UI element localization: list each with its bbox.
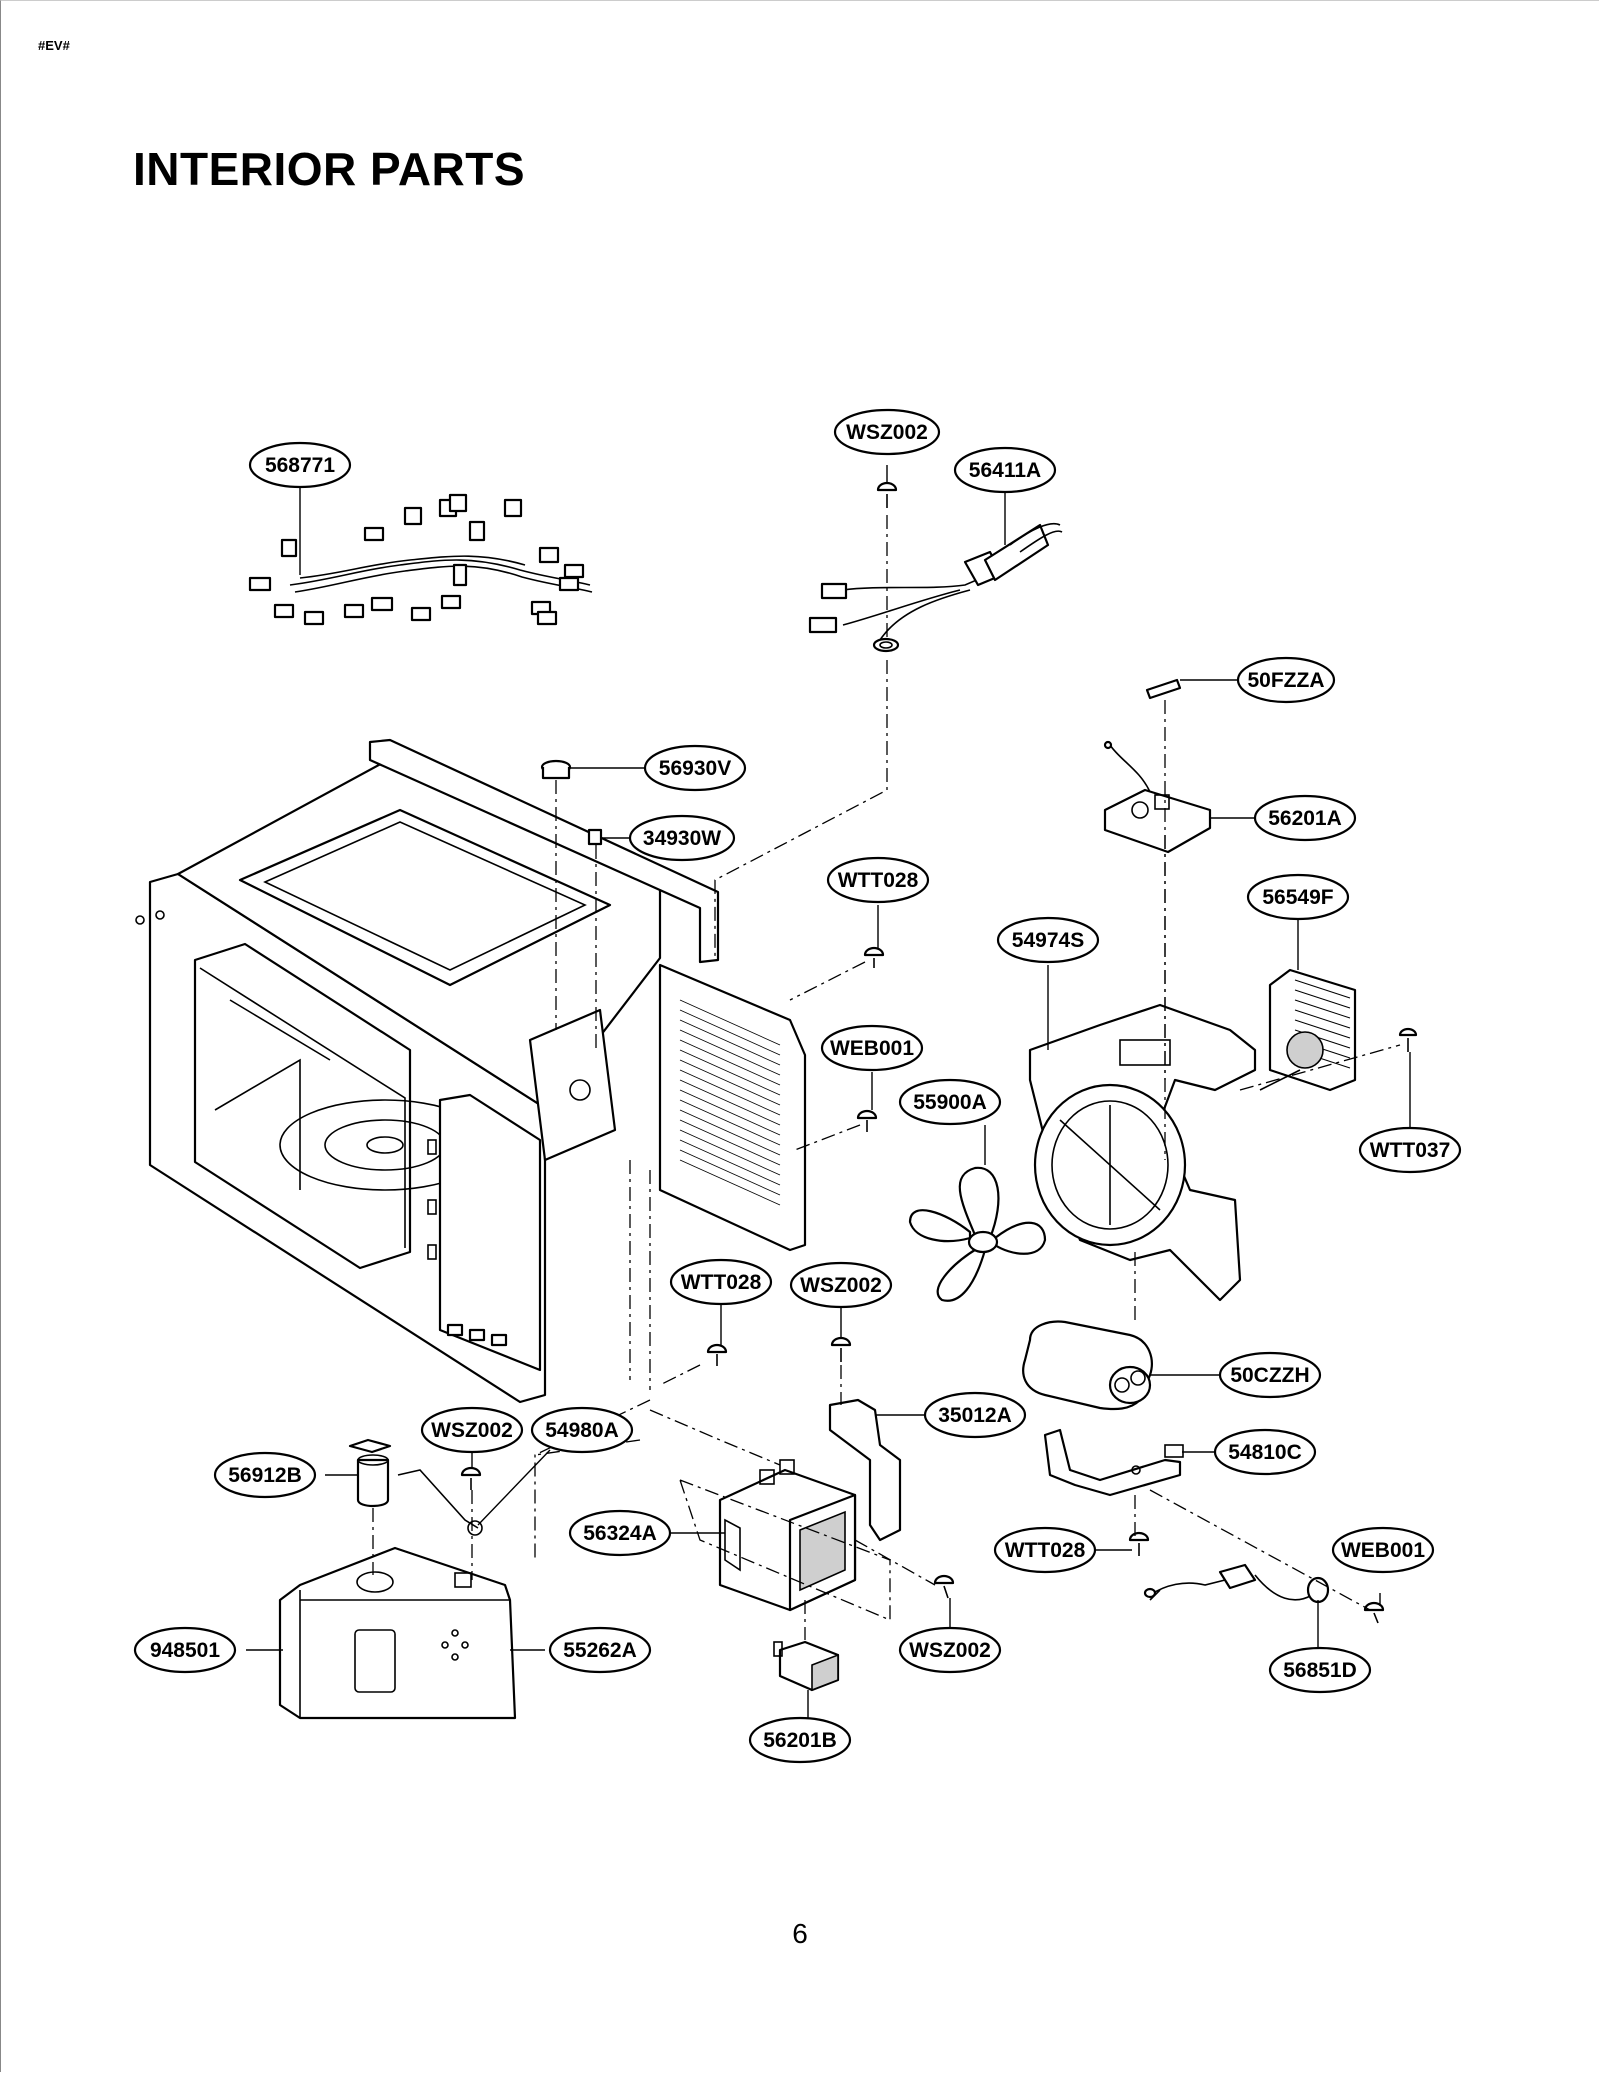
- callout-label: 54980A: [545, 1419, 619, 1442]
- callout-wtt028-b: WTT028: [669, 1258, 773, 1306]
- fan-duct-part: [1028, 965, 1257, 1302]
- callout-wsz002-mid: WSZ002: [789, 1261, 893, 1309]
- switch-part: [587, 828, 633, 846]
- callout-948501: 948501: [133, 1626, 237, 1674]
- callout-web001-a: WEB001: [820, 1024, 924, 1072]
- callout-label: 55900A: [913, 1091, 987, 1114]
- callout-label: 56549F: [1262, 886, 1333, 909]
- hv-diode-part: [1143, 1563, 1330, 1650]
- screw-wtt028b-part: [706, 1305, 728, 1366]
- screw-wsz002c-part: [460, 1450, 482, 1490]
- callout-label: 948501: [150, 1639, 220, 1662]
- screw-wtt028a-part: [863, 905, 885, 968]
- callout-56930v: 56930V: [643, 744, 747, 792]
- callout-label: 56912B: [228, 1464, 302, 1487]
- callout-label: WEB001: [830, 1037, 914, 1060]
- callout-56324a: 56324A: [568, 1509, 672, 1557]
- wire-harness-part: [248, 488, 593, 626]
- callout-web001-b: WEB001: [1331, 1526, 1435, 1574]
- bracket-54810c-part: [1043, 1428, 1215, 1497]
- callout-56851d: 56851D: [1268, 1646, 1372, 1694]
- screw-web001b-part: [1363, 1593, 1385, 1624]
- screw-wtt037-part: [1398, 1027, 1418, 1130]
- oven-cavity-part: [135, 738, 807, 1404]
- callout-55900a: 55900A: [898, 1078, 1002, 1126]
- power-cord-part: [808, 465, 1063, 653]
- callout-label: 54974S: [1012, 929, 1084, 952]
- callout-wtt028-a: WTT028: [826, 856, 930, 904]
- screw-wtt028c-part: [1092, 1531, 1150, 1556]
- bracket-35012a-part: [828, 1398, 925, 1542]
- screw-wsz002b-part: [830, 1305, 852, 1362]
- callout-56411a: 56411A: [953, 446, 1057, 494]
- callout-label: WTT028: [838, 869, 919, 892]
- noise-filter-part: [1103, 740, 1256, 854]
- callout-wsz002-left: WSZ002: [420, 1406, 524, 1454]
- callout-label: 35012A: [938, 1404, 1012, 1427]
- callout-label: WEB001: [1341, 1539, 1425, 1562]
- callout-wsz002-bottom: WSZ002: [898, 1626, 1002, 1674]
- callout-wtt037: WTT037: [1358, 1126, 1462, 1174]
- screw-web001a-part: [856, 1072, 878, 1132]
- callout-label: WTT028: [681, 1271, 762, 1294]
- callout-50fzza: 50FZZA: [1236, 656, 1336, 704]
- callout-568771: 568771: [248, 441, 352, 489]
- callout-label: 56411A: [969, 459, 1041, 482]
- callout-50czzh: 50CZZH: [1218, 1351, 1322, 1399]
- callout-56912b: 56912B: [213, 1451, 317, 1499]
- header-mark: #EV#: [38, 38, 70, 53]
- callout-label: 34930W: [643, 827, 721, 850]
- callout-label: 50CZZH: [1230, 1364, 1309, 1387]
- callout-label: 55262A: [563, 1639, 637, 1662]
- callout-56549f: 56549F: [1246, 873, 1350, 921]
- callout-label: 56201A: [1268, 807, 1342, 830]
- callout-54980a: 54980A: [530, 1406, 634, 1454]
- latch-spring-part: [397, 1449, 551, 1536]
- callout-label: 56851D: [1283, 1659, 1357, 1682]
- callout-label: WSZ002: [909, 1639, 991, 1662]
- callout-label: WSZ002: [800, 1274, 882, 1297]
- magnetron-part: [670, 1459, 857, 1612]
- page-title: INTERIOR PARTS: [133, 143, 526, 195]
- callout-55262a: 55262A: [548, 1626, 652, 1674]
- page-number: 6: [792, 1918, 808, 1949]
- assembly-guide-lines: [372, 515, 1401, 1640]
- fan-motor-part: [1259, 920, 1357, 1092]
- capacitor-part: [1022, 1320, 1220, 1411]
- callout-56201a: 56201A: [1253, 794, 1357, 842]
- callout-34930w: 34930W: [628, 814, 736, 862]
- callout-label: 568771: [265, 454, 335, 477]
- callout-wsz002-top: WSZ002: [833, 408, 941, 456]
- thermal-cutout-part: [540, 759, 650, 780]
- fuse-part: [1145, 678, 1242, 700]
- fan-blade-part: [908, 1125, 1047, 1302]
- callout-label: 54810C: [1228, 1441, 1302, 1464]
- lamp-socket-part: [325, 1438, 392, 1508]
- callout-label: WSZ002: [846, 421, 928, 444]
- callout-label: 56201B: [763, 1729, 837, 1752]
- callout-label: WTT037: [1370, 1139, 1451, 1162]
- callout-35012a: 35012A: [923, 1391, 1027, 1439]
- callout-54974s: 54974S: [996, 916, 1100, 964]
- thermistor-part: [773, 1640, 840, 1718]
- callout-label: WTT028: [1005, 1539, 1086, 1562]
- callout-56201b: 56201B: [748, 1716, 852, 1764]
- callout-label: 56324A: [583, 1522, 657, 1545]
- callout-label: 56930V: [659, 757, 731, 780]
- callout-label: WSZ002: [431, 1419, 513, 1442]
- callout-54810c: 54810C: [1213, 1428, 1317, 1476]
- callout-wtt028-c: WTT028: [993, 1526, 1097, 1574]
- callout-label: 50FZZA: [1247, 669, 1324, 692]
- latch-board-part: [246, 1546, 545, 1720]
